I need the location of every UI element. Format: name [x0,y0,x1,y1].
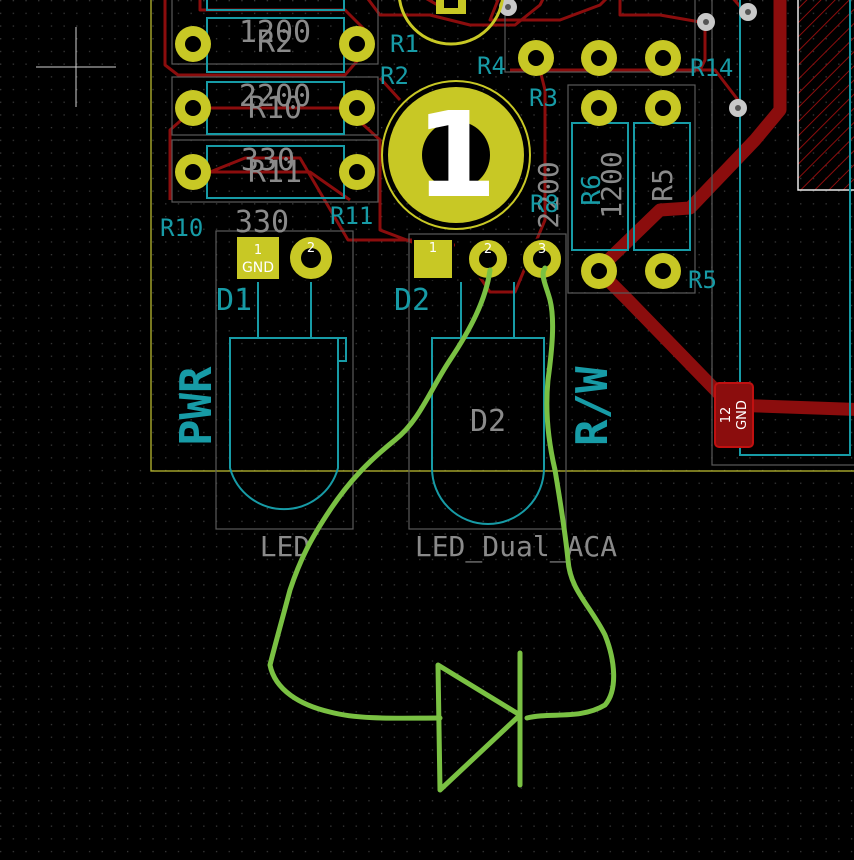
pad-d2-1 [412,238,454,280]
pad-d2-2 [467,238,509,280]
pad-r14 [645,40,681,76]
d1-pads[interactable]: 1 GND 2 [235,235,334,281]
copper-tracks-power [593,0,854,416]
pad-d2-3-number: 3 [538,242,546,257]
pwr-label: PWR [171,366,222,446]
resistor-outlines [171,0,854,530]
connector-net-name: GND [735,400,750,430]
r10-value: 2200 [239,79,311,114]
connector-pin-number: 12 [719,407,734,424]
d2-label: D2 [394,283,430,318]
pad-r11-1 [175,154,211,190]
r8-label: R8 [530,190,559,218]
r4-label: R4 [477,52,506,80]
pad-r11-2 [339,154,375,190]
pad-d2-1-number: 1 [429,241,437,256]
pad-r6-2 [581,253,617,289]
d2-pads[interactable]: 1 2 3 [412,238,563,280]
r14-label: R14 [690,54,733,82]
board-edge [150,0,854,472]
cursor-crosshair [36,27,116,107]
pad-r10-2 [339,90,375,126]
pad-r2-1 [175,26,211,62]
vias[interactable] [499,0,757,117]
connector-pad-12[interactable]: 12 GND [714,382,754,448]
led-d1-outline [229,282,347,511]
d2-fab-ref: D2 [470,404,506,439]
r5-value: R5 [646,168,679,202]
pad-top-partial[interactable] [398,0,504,46]
pad-r6-1 [581,90,617,126]
resistor-pads[interactable] [175,26,681,289]
r1-label: R1 [390,30,419,58]
r10-ref: R10 [248,91,302,126]
pad-r10-1 [175,90,211,126]
pad-r2-2 [339,26,375,62]
pad-d1-1-net: GND [242,260,274,276]
annotation-diode-triangle [435,662,523,793]
r2-value: 1200 [239,15,311,50]
r11-ref: R11 [248,155,302,190]
d1-label: D1 [216,283,252,318]
fab-values: 1200 2200 330 330 1200 R5 2200 D2 LED LE… [235,15,679,564]
r6-label: R6 [577,174,607,205]
r3-label: R3 [529,84,558,112]
r5-label: R5 [688,266,717,294]
annotation-right-wire [524,265,617,721]
pad-d1-1-number: 1 [254,243,262,258]
r6-value: 1200 [595,151,628,218]
pad-d1-2-number: 2 [307,241,315,256]
r8-value: 2200 [532,161,565,228]
mounting-pad-1[interactable]: 1 [381,80,531,230]
copper-zone [797,0,854,191]
below-r11-value: 330 [235,205,289,240]
mounting-pad-number: 1 [415,86,497,224]
pad-r5-2 [645,253,681,289]
led-d2-outline [431,282,545,525]
pad-d2-2-number: 2 [484,242,492,257]
rw-label: R/W [567,366,618,446]
led-dual-value: LED_Dual_ACA [415,530,617,564]
diode-annotation [267,265,617,793]
pad-d1-2 [288,235,334,281]
r10-left-label: R10 [160,214,203,242]
r11-right-label: R11 [330,202,373,230]
silkscreen-refs: R2 R10 R11 R1 R2 R4 R3 R14 R6 R5 R8 R10 … [160,25,733,446]
pad-r4 [518,40,554,76]
r2-ref: R2 [257,25,293,60]
pad-r5-1 [645,90,681,126]
pad-d1-1 [235,235,281,281]
r2-side-label: R2 [380,62,409,90]
annotation-left-wire [267,267,493,721]
r11-value: 330 [241,143,295,178]
pad-r3 [581,40,617,76]
